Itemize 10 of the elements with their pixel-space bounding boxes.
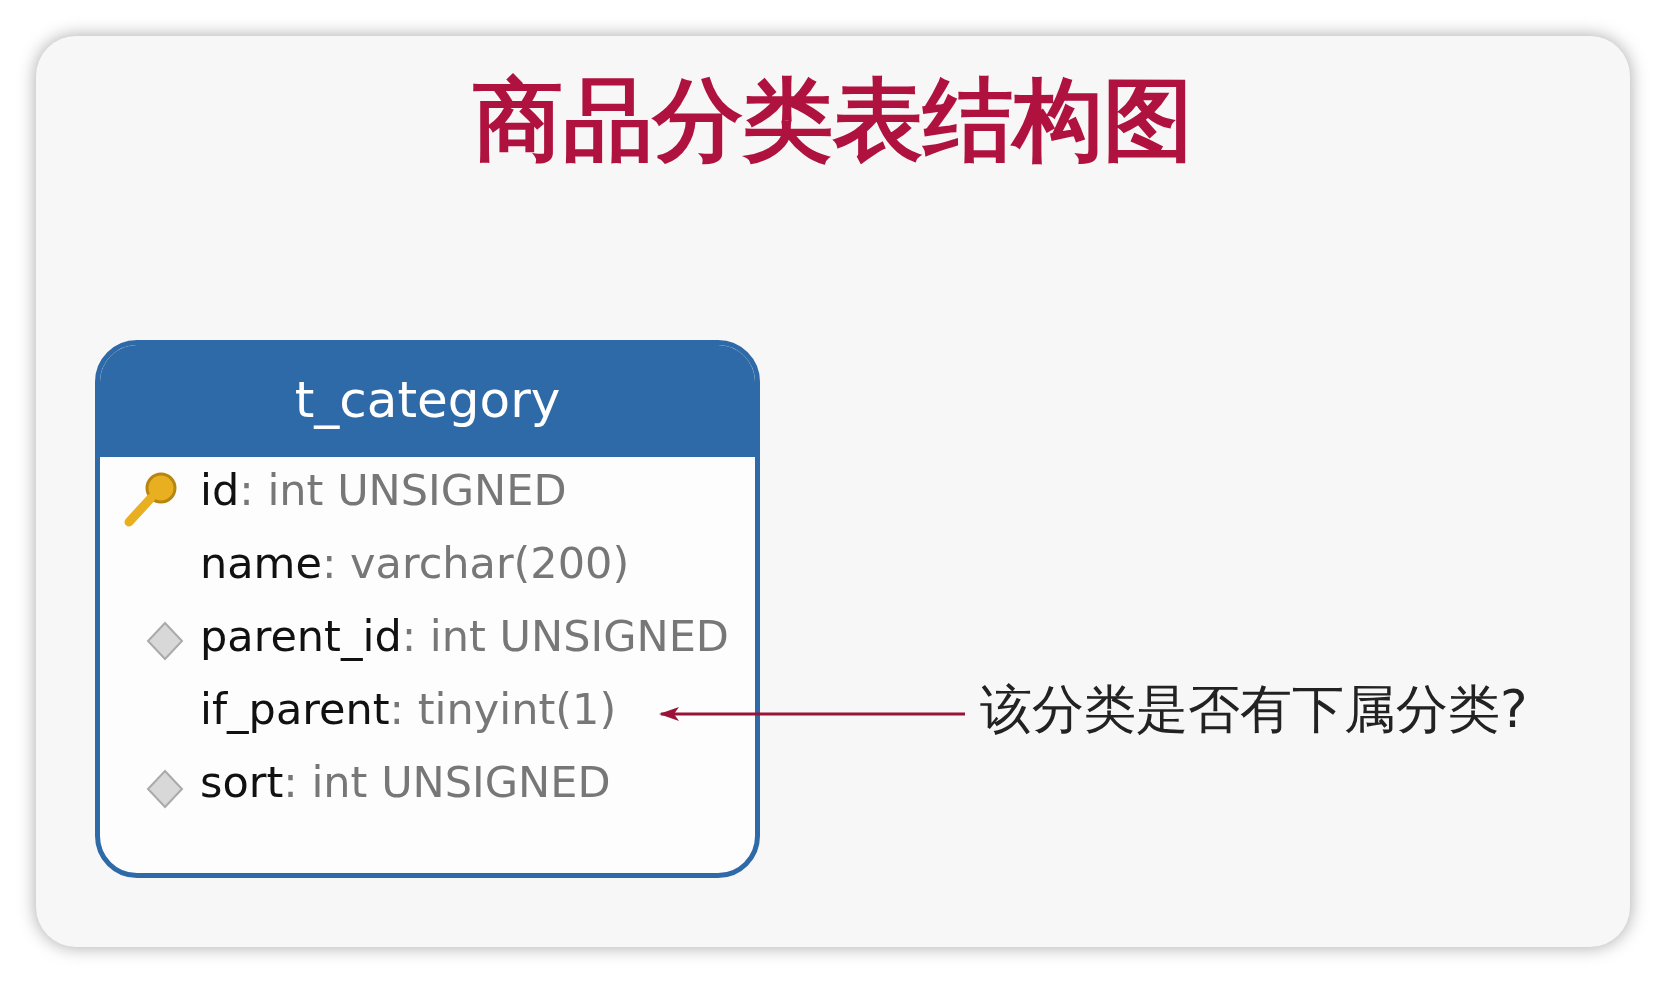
table-header: t_category — [100, 345, 755, 457]
column-row: name: varchar(200) — [200, 538, 630, 598]
column-row: if_parent: tinyint(1) — [200, 684, 617, 744]
column-row: sort: int UNSIGNED — [200, 757, 611, 817]
column-row: id: int UNSIGNED — [200, 465, 567, 525]
table-box — [95, 340, 760, 878]
annotation-text: 该分类是否有下属分类? — [980, 675, 1528, 745]
column-row: parent_id: int UNSIGNED — [200, 611, 729, 671]
arrow — [659, 707, 965, 721]
title: 商品分类表结构图 — [472, 66, 1194, 174]
